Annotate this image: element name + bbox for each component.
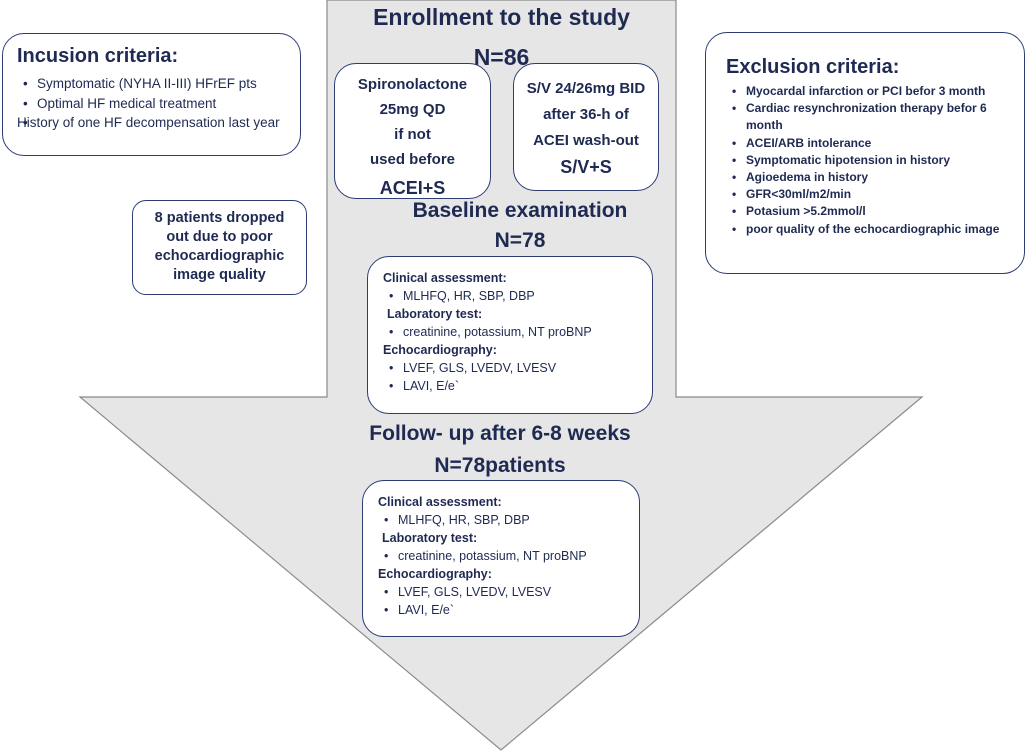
exclusion-list: Myocardal infarction or PCI befor 3 mont… <box>726 83 1012 238</box>
inclusion-item: Symptomatic (NYHA II-III) HFrEF pts <box>17 74 290 94</box>
inclusion-box: Incusion criteria: Symptomatic (NYHA II-… <box>2 33 301 156</box>
spironolactone-line-3: if not <box>394 126 431 143</box>
sv-box: S/V 24/26mg BID after 36-h of ACEI wash-… <box>513 63 659 191</box>
followup-clinical-item: MLHFQ, HR, SBP, DBP <box>378 511 631 529</box>
enrollment-n: N=86 <box>473 44 530 70</box>
spironolactone-line-4: used before <box>369 151 456 168</box>
exclusion-item: Myocardal infarction or PCI befor 3 mont… <box>726 83 1012 100</box>
baseline-box: Clinical assessment: MLHFQ, HR, SBP, DBP… <box>367 256 653 414</box>
followup-clinical-list: MLHFQ, HR, SBP, DBP <box>378 511 631 529</box>
baseline-title: Baseline examination <box>412 199 628 222</box>
exclusion-item: Symptomatic hipotension in history <box>726 152 1012 169</box>
followup-lab-item: creatinine, potassium, NT proBNP <box>378 547 631 565</box>
dropout-text: 8 patients dropped out due to poor echoc… <box>154 210 285 283</box>
followup-echo-header: Echocardiography: <box>378 567 492 581</box>
baseline-lab-header: Laboratory test: <box>387 307 483 321</box>
dropout-box: 8 patients dropped out due to poor echoc… <box>132 200 307 295</box>
followup-lab-header: Laboratory test: <box>382 531 478 545</box>
enrollment-title: Enrollment to the study <box>373 4 630 30</box>
exclusion-item: ACEI/ARB intolerance <box>726 135 1012 152</box>
spironolactone-box: Spironolactone 25mg QD if not used befor… <box>334 63 491 199</box>
spironolactone-line-1: Spironolactone <box>357 76 468 93</box>
baseline-echo-header: Echocardiography: <box>383 343 497 357</box>
followup-clinical-header: Clinical assessment: <box>378 495 502 509</box>
inclusion-title: Incusion criteria: <box>17 45 179 67</box>
exclusion-box: Exclusion criteria: Myocardal infarction… <box>705 32 1025 274</box>
followup-echo-list: LVEF, GLS, LVEDV, LVESV LAVI, E/e` <box>378 583 631 619</box>
sv-line-1: S/V 24/26mg BID <box>526 80 646 97</box>
exclusion-title: Exclusion criteria: <box>726 56 900 78</box>
followup-title: Follow- up after 6-8 weeks <box>369 422 631 445</box>
followup-lab-list: creatinine, potassium, NT proBNP <box>378 547 631 565</box>
exclusion-item: Agioedema in history <box>726 169 1012 186</box>
spironolactone-group: ACEI+S <box>379 178 446 198</box>
baseline-clinical-header: Clinical assessment: <box>383 271 507 285</box>
baseline-clinical-list: MLHFQ, HR, SBP, DBP <box>383 287 644 305</box>
exclusion-item: poor quality of the echocardiographic im… <box>726 221 1012 238</box>
exclusion-item: Potasium >5.2mmol/l <box>726 203 1012 220</box>
spironolactone-line-2: 25mg QD <box>379 101 446 118</box>
exclusion-item: Cardiac resynchronization therapy befor … <box>726 100 1012 134</box>
followup-echo-item: LAVI, E/e` <box>378 601 631 619</box>
inclusion-list: Symptomatic (NYHA II-III) HFrEF pts Opti… <box>17 74 290 133</box>
followup-echo-item: LVEF, GLS, LVEDV, LVESV <box>378 583 631 601</box>
followup-n: N=78patients <box>434 454 566 477</box>
baseline-echo-list: LVEF, GLS, LVEDV, LVESV LAVI, E/e` <box>383 359 644 395</box>
baseline-lab-item: creatinine, potassium, NT proBNP <box>383 323 644 341</box>
baseline-clinical-item: MLHFQ, HR, SBP, DBP <box>383 287 644 305</box>
baseline-echo-item: LAVI, E/e` <box>383 377 644 395</box>
exclusion-item: GFR<30ml/m2/min <box>726 186 1012 203</box>
sv-line-2: after 36-h of <box>543 106 629 123</box>
sv-line-3: ACEI wash-out <box>533 132 639 149</box>
inclusion-item: Optimal HF medical treatment <box>17 94 290 114</box>
baseline-lab-list: creatinine, potassium, NT proBNP <box>383 323 644 341</box>
followup-box: Clinical assessment: MLHFQ, HR, SBP, DBP… <box>362 480 640 637</box>
baseline-n: N=78 <box>494 229 546 252</box>
baseline-echo-item: LVEF, GLS, LVEDV, LVESV <box>383 359 644 377</box>
inclusion-item: History of one HF decompensation last ye… <box>17 113 290 133</box>
sv-group: S/V+S <box>560 157 612 177</box>
